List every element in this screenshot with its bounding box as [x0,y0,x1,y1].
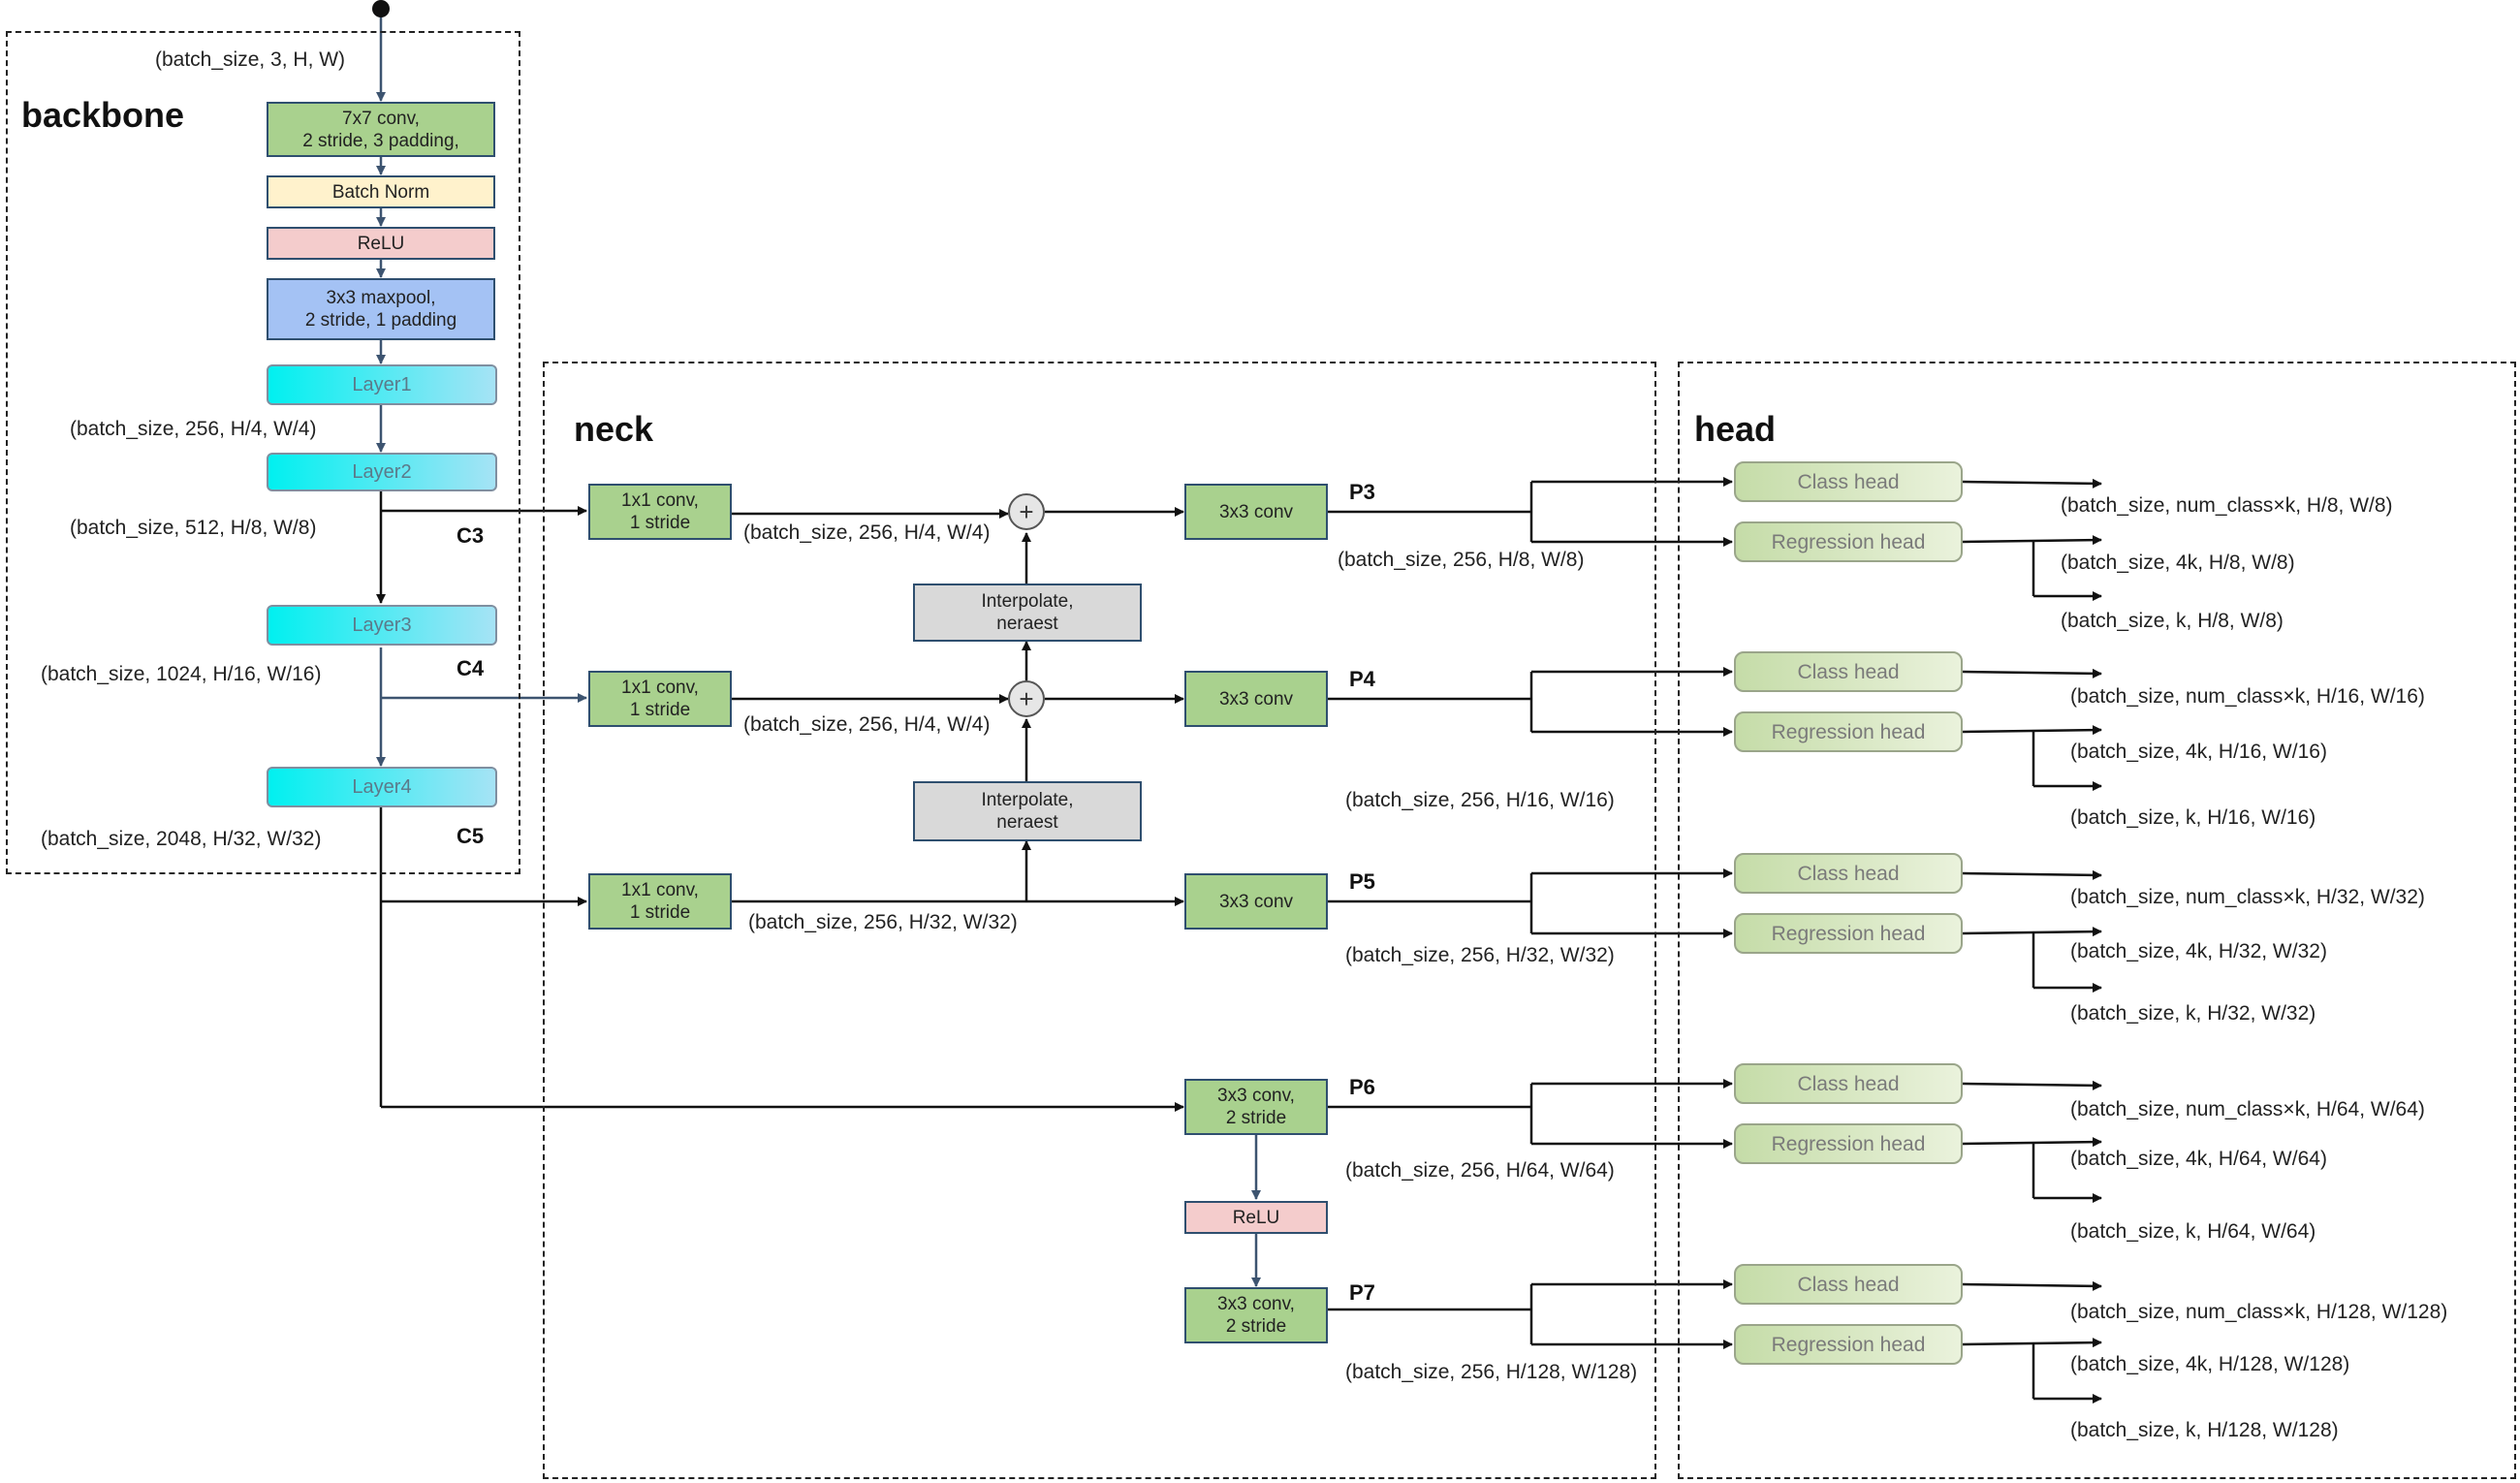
output-conv-p5: 3x3 conv [1184,873,1328,930]
lateral-conv-c4: 1x1 conv, 1 stride [588,671,732,727]
regression-head-p7: Regression head [1734,1324,1963,1365]
add-node-top: + [1008,493,1045,530]
output-conv-p3: 3x3 conv [1184,484,1328,540]
layer4-shape: (batch_size, 2048, H/32, W/32) [41,828,322,850]
regression-head-p3: Regression head [1734,521,1963,562]
p6-label: P6 [1349,1075,1375,1099]
input-shape: (batch_size, 3, H, W) [155,48,346,71]
box-output-shape-p7: (batch_size, 4k, H/128, W/128) [2070,1353,2350,1375]
backbone-title: backbone [21,95,185,135]
lateral-conv-c5: 1x1 conv, 1 stride [588,873,732,930]
output-conv-p4: 3x3 conv [1184,671,1328,727]
centerness-output-shape-p5: (batch_size, k, H/32, W/32) [2070,1002,2316,1025]
centerness-output-shape-p6: (batch_size, k, H/64, W/64) [2070,1220,2316,1243]
p4-label: P4 [1349,667,1375,691]
class-output-shape-p6: (batch_size, num_class×k, H/64, W/64) [2070,1098,2425,1120]
class-head-p6: Class head [1734,1063,1963,1104]
layer4-block: Layer4 [267,767,497,807]
layer1-shape: (batch_size, 256, H/4, W/4) [70,418,317,440]
p3-label: P3 [1349,480,1375,504]
p5-label: P5 [1349,869,1375,894]
centerness-output-shape-p4: (batch_size, k, H/16, W/16) [2070,806,2316,829]
p7-shape: (batch_size, 256, H/128, W/128) [1345,1361,1638,1383]
interpolate-lower: Interpolate, neraest [913,781,1142,841]
interpolate-upper: Interpolate, neraest [913,584,1142,642]
neck-section [543,362,1656,1479]
layer1-block: Layer1 [267,364,497,405]
box-output-shape-p6: (batch_size, 4k, H/64, W/64) [2070,1148,2327,1170]
lateral-shape-c5: (batch_size, 256, H/32, W/32) [748,911,1018,933]
maxpool-block: 3x3 maxpool, 2 stride, 1 padding [267,278,495,340]
class-head-p4: Class head [1734,651,1963,692]
centerness-output-shape-p3: (batch_size, k, H/8, W/8) [2061,610,2284,632]
batchnorm-block: Batch Norm [267,175,495,208]
p6-conv-block: 3x3 conv, 2 stride [1184,1079,1328,1135]
regression-head-p4: Regression head [1734,711,1963,752]
backbone-section [6,31,520,874]
neck-title: neck [574,409,654,449]
box-output-shape-p4: (batch_size, 4k, H/16, W/16) [2070,741,2327,763]
lateral-shape-c4: (batch_size, 256, H/4, W/4) [743,713,991,736]
layer2-block: Layer2 [267,453,497,491]
class-head-p3: Class head [1734,461,1963,502]
layer3-shape: (batch_size, 1024, H/16, W/16) [41,663,322,685]
lateral-conv-c3: 1x1 conv, 1 stride [588,484,732,540]
p5-shape: (batch_size, 256, H/32, W/32) [1345,944,1615,966]
regression-head-p6: Regression head [1734,1123,1963,1164]
class-output-shape-p5: (batch_size, num_class×k, H/32, W/32) [2070,886,2425,908]
class-output-shape-p7: (batch_size, num_class×k, H/128, W/128) [2070,1301,2448,1323]
box-output-shape-p3: (batch_size, 4k, H/8, W/8) [2061,552,2295,574]
input-node [372,0,390,17]
layer2-shape: (batch_size, 512, H/8, W/8) [70,517,317,539]
lateral-shape-c3: (batch_size, 256, H/4, W/4) [743,521,991,544]
p7-label: P7 [1349,1280,1375,1305]
c4-label: C4 [457,656,485,680]
conv7x7-block: 7x7 conv, 2 stride, 3 padding, [267,102,495,157]
c5-label: C5 [457,824,485,848]
class-output-shape-p3: (batch_size, num_class×k, H/8, W/8) [2061,494,2393,517]
layer3-block: Layer3 [267,605,497,646]
regression-head-p5: Regression head [1734,913,1963,954]
p4-shape: (batch_size, 256, H/16, W/16) [1345,789,1615,811]
head-title: head [1694,409,1777,449]
class-head-p7: Class head [1734,1264,1963,1305]
p7-relu-block: ReLU [1184,1201,1328,1234]
head-section [1678,362,2516,1479]
c3-label: C3 [457,523,485,548]
add-node-middle: + [1008,680,1045,717]
class-head-p5: Class head [1734,853,1963,894]
relu-block: ReLU [267,227,495,260]
p3-shape: (batch_size, 256, H/8, W/8) [1338,549,1585,571]
class-output-shape-p4: (batch_size, num_class×k, H/16, W/16) [2070,685,2425,708]
p7-conv-block: 3x3 conv, 2 stride [1184,1287,1328,1343]
box-output-shape-p5: (batch_size, 4k, H/32, W/32) [2070,940,2327,962]
p6-shape: (batch_size, 256, H/64, W/64) [1345,1159,1615,1182]
centerness-output-shape-p7: (batch_size, k, H/128, W/128) [2070,1419,2339,1441]
